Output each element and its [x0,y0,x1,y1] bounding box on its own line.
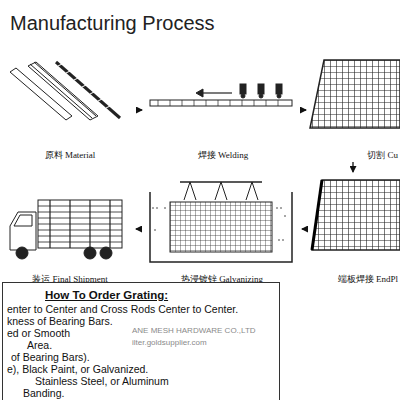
material-bars [10,62,120,120]
step-label: 切割 Cu [367,149,398,162]
flow-arrow [304,109,306,110]
order-line: Banding. [3,387,279,399]
process-step: 端板焊接 EndPl [306,172,400,286]
grating-panel [310,60,400,128]
order-line: enter to Center and Cross Rods Center to… [3,303,279,315]
grating-panel [312,180,400,250]
order-heading: How To Order Grating: [3,288,279,302]
order-line: Stainless Steel, or Aluminum [3,375,279,387]
watermark: ANE MESH HARDWARE CO.,LTD [132,326,256,335]
shipment-truck [10,200,122,259]
order-line: kness of Bearing Bars. [3,315,279,327]
process-step: 切割 Cu [306,50,400,162]
process-step: 热浸镀锌 Galvanizing [142,172,302,286]
step-label: 原料 Material [4,149,136,162]
process-step: 焊接 Welding [142,58,304,162]
process-step: 原料 Material [4,58,136,162]
flow-arrow [136,109,142,110]
galvanizing-tank [150,182,292,262]
welding-line [150,84,292,106]
flow-arrow [302,228,306,229]
flow-arrow [352,162,353,172]
diagram-title: Manufacturing Process [10,12,215,35]
order-line: e), Black Paint, or Galvanized. [3,363,279,375]
step-label: 端板焊接 EndPl [338,273,398,286]
flow-arrow [136,228,142,229]
order-line: of Bearing Bars). [3,351,279,363]
step-label: 焊接 Welding [142,149,304,162]
process-step: 装运 Final Shipment [4,172,136,286]
watermark: ilter.goldsupplier.com [132,338,207,347]
